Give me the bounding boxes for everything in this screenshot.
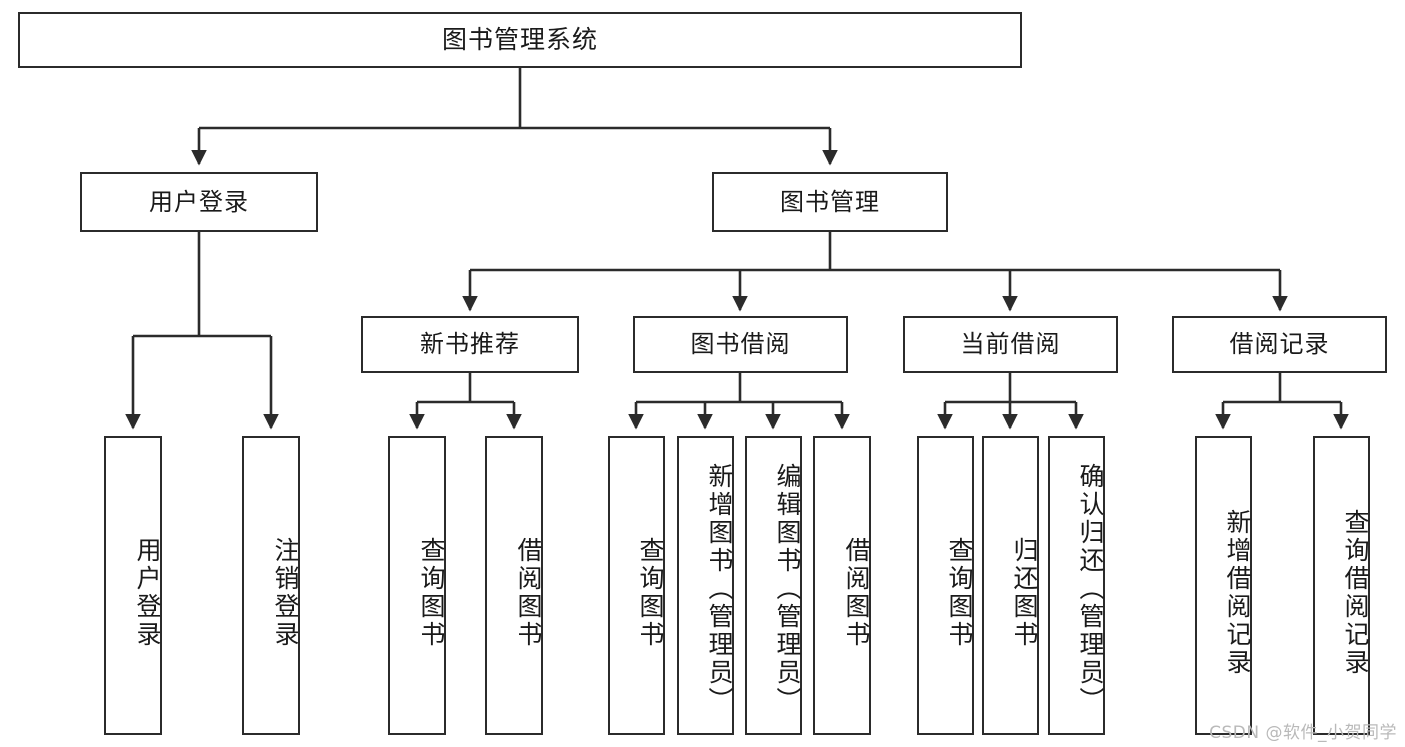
leaf-query-borrow-record[interactable]: 查询借阅记录 [1313, 436, 1370, 735]
leaf-edit-book-admin[interactable]: 编辑图书（管理员） [745, 436, 802, 735]
node-label: 图书管理 [780, 187, 880, 216]
node-label: 查询图书 [945, 536, 974, 649]
leaf-add-book-admin[interactable]: 新增图书（管理员） [677, 436, 734, 735]
node-user-login[interactable]: 用户登录 [80, 172, 318, 232]
leaf-user-login[interactable]: 用户登录 [104, 436, 162, 735]
node-label: 查询借阅记录 [1341, 508, 1370, 677]
node-root-book-management-system[interactable]: 图书管理系统 [18, 12, 1022, 68]
node-label: 借阅记录 [1229, 330, 1330, 359]
node-label: 借阅图书 [842, 536, 871, 649]
leaf-confirm-return-admin[interactable]: 确认归还（管理员） [1048, 436, 1105, 735]
node-borrow-record[interactable]: 借阅记录 [1172, 316, 1387, 373]
leaf-user-logout[interactable]: 注销登录 [242, 436, 300, 735]
node-label: 用户登录 [149, 187, 249, 216]
node-label: 查询图书 [636, 536, 665, 649]
node-label: 图书管理系统 [441, 25, 598, 54]
node-label: 新增图书（管理员） [705, 462, 734, 715]
node-label: 确认归还（管理员） [1076, 462, 1105, 715]
node-current-borrow[interactable]: 当前借阅 [903, 316, 1118, 373]
leaf-return-book[interactable]: 归还图书 [982, 436, 1039, 735]
leaf-query-book-borrow[interactable]: 查询图书 [608, 436, 665, 735]
watermark: CSDN @软件_小贺同学 [1209, 723, 1397, 743]
leaf-add-borrow-record[interactable]: 新增借阅记录 [1195, 436, 1252, 735]
leaf-query-book-recommend[interactable]: 查询图书 [388, 436, 446, 735]
leaf-query-book-current[interactable]: 查询图书 [917, 436, 974, 735]
node-new-book-recommend[interactable]: 新书推荐 [361, 316, 579, 373]
node-label: 当前借阅 [960, 330, 1061, 359]
node-label: 归还图书 [1010, 536, 1039, 649]
node-book-borrow[interactable]: 图书借阅 [633, 316, 848, 373]
node-label: 注销登录 [271, 536, 300, 649]
leaf-borrow-book[interactable]: 借阅图书 [813, 436, 871, 735]
leaf-borrow-book-recommend[interactable]: 借阅图书 [485, 436, 543, 735]
node-label: 新书推荐 [420, 330, 520, 359]
node-label: 查询图书 [417, 536, 446, 649]
node-label: 图书借阅 [690, 330, 791, 359]
node-label: 编辑图书（管理员） [773, 462, 802, 715]
node-label: 用户登录 [133, 536, 162, 649]
node-label: 借阅图书 [514, 536, 543, 649]
node-book-management[interactable]: 图书管理 [712, 172, 948, 232]
node-label: 新增借阅记录 [1223, 508, 1252, 677]
